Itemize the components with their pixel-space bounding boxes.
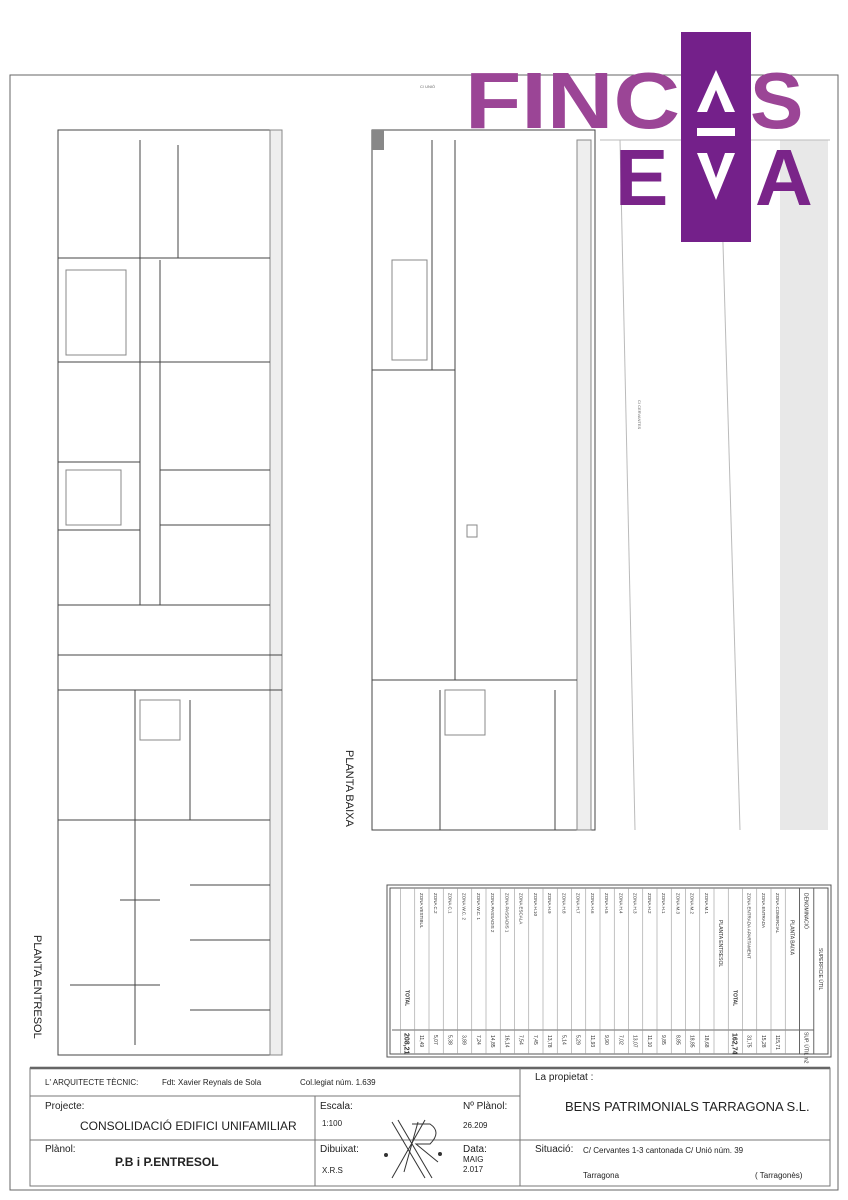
- table-row-value: 13,78: [546, 1035, 552, 1048]
- column-header-name: DENOMINACIÓ: [803, 893, 810, 929]
- fincas-eva-logo: FINC S E A: [465, 32, 813, 242]
- plan-number: 26.209: [463, 1121, 488, 1130]
- date-year: 2.017: [463, 1165, 484, 1174]
- table-row-value: 115,71: [774, 1035, 780, 1050]
- table-row-value: 5,29: [575, 1035, 581, 1045]
- table-row-value: 9,85: [660, 1035, 666, 1045]
- svg-text:S: S: [750, 56, 803, 145]
- date-month: MAIG: [463, 1155, 484, 1164]
- table-section-label: PLANTA BAIXA: [788, 920, 794, 956]
- street-area: [600, 139, 830, 831]
- location-region: ( Tarragonès): [755, 1171, 803, 1180]
- table-row-name: ZONA C.1: [447, 893, 452, 914]
- svg-text:E: E: [615, 133, 668, 222]
- table-row-value: 11,93: [589, 1035, 595, 1047]
- owner-label: La propietat :: [535, 1072, 594, 1083]
- table-row-value: 14,85: [489, 1035, 495, 1048]
- location-address: C/ Cervantes 1-3 cantonada C/ Unió núm. …: [583, 1146, 744, 1155]
- table-row-value: 11,49: [418, 1035, 424, 1047]
- table-row-value: 13,07: [632, 1035, 638, 1048]
- table-row-name: ZONA M.2: [690, 893, 695, 915]
- table-row-value: 15,28: [760, 1035, 766, 1048]
- column-header-value: SUP. ÚTIL m2: [803, 1032, 810, 1064]
- svg-text:A: A: [755, 133, 813, 222]
- scale-label: Escala:: [320, 1101, 353, 1112]
- table-row-value: 16,14: [503, 1035, 509, 1048]
- table-row-name: ZONA COMERCIAL: [775, 893, 780, 934]
- sheet-frame: [9, 74, 839, 1191]
- scale-value: 1:100: [322, 1119, 343, 1128]
- table-row-name: ZONA H.6: [590, 893, 595, 914]
- table-row-name: ZONA H.4: [618, 893, 623, 914]
- drawn-label: Dibuixat:: [320, 1144, 359, 1155]
- table-row-name: ZONA H.9: [547, 893, 552, 914]
- plan-name: P.B i P.ENTRESOL: [115, 1155, 219, 1169]
- table-total-label: TOTAL: [404, 990, 410, 1006]
- table-row-name: ZONA H.2: [647, 893, 652, 914]
- title-block-frame: [29, 1066, 831, 1187]
- table-row-name: ZONA ESCALA: [519, 893, 524, 924]
- table-row-value: 7,02: [617, 1035, 623, 1045]
- table-row-name: ZONA H.8: [561, 893, 566, 914]
- table-total-value: 162,74: [730, 1033, 737, 1055]
- table-row-name: ZONA H.3: [633, 893, 638, 914]
- table-row-name: ZONA H.10: [533, 893, 538, 917]
- table-row-name: ZONA C.2: [433, 893, 438, 914]
- street-unio-label: C/ UNIÓ: [420, 84, 435, 89]
- table-row-name: ZONA PASSADIS 1: [504, 893, 509, 933]
- plan-baixa-title: PLANTA BAIXA: [343, 750, 355, 827]
- table-row-name: ZONA H.7: [576, 893, 581, 914]
- table-row-value: 5,38: [446, 1035, 452, 1045]
- plan-entresol-title: PLANTA ENTRESOL: [31, 935, 43, 1039]
- table-row-value: 18,85: [689, 1035, 695, 1048]
- svg-text:FINC: FINC: [465, 56, 680, 145]
- collegiate-number: Col.legiat núm. 1.639: [300, 1078, 376, 1087]
- owner-name: BENS PATRIMONIALS TARRAGONA S.L.: [565, 1099, 810, 1114]
- date-label: Data:: [463, 1144, 487, 1155]
- location-label: Situació:: [535, 1144, 574, 1155]
- table-row-value: 8,85: [674, 1035, 680, 1045]
- table-row-value: 7,54: [518, 1035, 524, 1045]
- drawn-by: X.R.S: [322, 1166, 343, 1175]
- area-table: SUPERFICIE ÚTIL DENOMINACIÓ SUP. ÚTIL m2 PL…: [386, 884, 832, 1064]
- table-row-value: 11,10: [646, 1035, 652, 1047]
- table-row-value: 31,75: [746, 1035, 752, 1048]
- table-row-value: 5,14: [560, 1035, 566, 1045]
- table-row-name: ZONA H.1: [661, 893, 666, 914]
- table-row-name: ZONA M.1: [704, 893, 709, 915]
- project-name: CONSOLIDACIÓ EDIFICI UNIFAMILIAR: [80, 1119, 297, 1133]
- table-row-name: ZONA ENTRADA APARTAMENT: [747, 893, 752, 959]
- architect-name: Fdt: Xavier Reynals de Sola: [162, 1078, 262, 1087]
- table-total-label: TOTAL: [731, 990, 737, 1006]
- table-header: SUPERFICIE ÚTIL: [817, 948, 824, 990]
- table-row-name: ZONA W.C. 1: [476, 893, 481, 921]
- table-row-value: 3,89: [461, 1035, 467, 1045]
- table-row-name: ZONA PASSADIS 2: [490, 893, 495, 933]
- street-cervantes-label: C/ CERVANTES: [637, 400, 642, 430]
- table-row-value: 9,90: [603, 1035, 609, 1045]
- xrs-stamp: [384, 1119, 442, 1179]
- table-section-label: PLANTA ENTRESOL: [717, 920, 723, 967]
- table-row-value: 7,45: [532, 1035, 538, 1045]
- project-label: Projecte:: [45, 1101, 85, 1112]
- table-row-value: 7,24: [475, 1035, 481, 1045]
- table-row-name: ZONA ENTRADA: [761, 893, 766, 928]
- plan-entresol: [57, 129, 283, 1056]
- plan-number-label: Nº Plànol:: [463, 1101, 508, 1112]
- location-city: Tarragona: [583, 1171, 620, 1180]
- table-total-value: 208,21: [403, 1033, 410, 1055]
- architect-label: L' ARQUITECTE TÈCNIC:: [45, 1078, 139, 1087]
- plan-baixa: [371, 129, 596, 831]
- table-row-value: 18,68: [703, 1035, 709, 1048]
- table-row-name: ZONA W.C. 2: [462, 893, 467, 921]
- table-row-name: ZONA M.3: [675, 893, 680, 915]
- table-row-value: 5,07: [432, 1035, 438, 1045]
- table-row-name: ZONA H.5: [604, 893, 609, 914]
- plan-label: Plànol:: [45, 1144, 76, 1155]
- table-row-name: ZONA VESTIBUL: [419, 893, 424, 929]
